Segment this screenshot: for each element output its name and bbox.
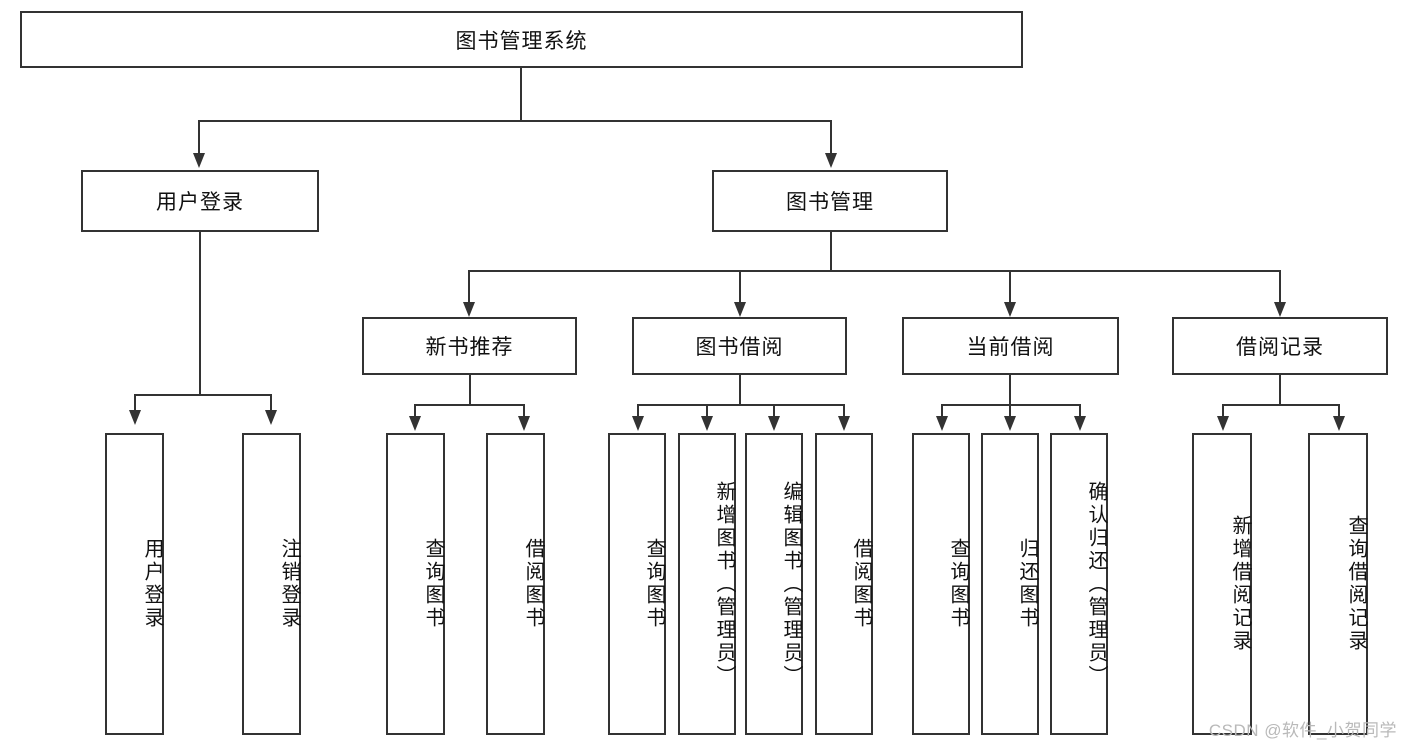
connector-book-manage-stem: [830, 232, 832, 270]
leaf-label: 查询借阅记录: [1345, 515, 1367, 653]
arrow-to-borrow-record: [1274, 302, 1286, 317]
node-label: 新书推荐: [425, 336, 514, 359]
leaf-logout[interactable]: 注销登录: [242, 433, 301, 735]
arrow-to-leaf-logout: [265, 410, 277, 425]
node-borrow-record[interactable]: 借阅记录: [1172, 317, 1388, 375]
leaf-user-login[interactable]: 用户登录: [105, 433, 164, 735]
connector-current-borrow-drop-3: [1079, 404, 1081, 416]
connector-level3-drop-2: [739, 270, 741, 302]
leaf-label: 确认归还（管理员）: [1085, 480, 1107, 688]
node-label: 用户登录: [156, 191, 244, 214]
connector-level1-bus: [198, 120, 832, 122]
node-book-borrow[interactable]: 图书借阅: [632, 317, 847, 375]
node-label: 借阅记录: [1236, 336, 1324, 359]
leaf-label: 借阅图书: [850, 538, 872, 630]
node-label: 图书管理: [786, 191, 874, 214]
connector-new-book-drop-1: [414, 404, 416, 416]
arrow-to-leaf-nb-2: [518, 416, 530, 431]
arrow-to-leaf-cb-3: [1074, 416, 1086, 431]
connector-user-login-bus: [134, 394, 271, 396]
leaf-label: 归还图书: [1016, 538, 1038, 630]
arrow-to-user-login: [193, 153, 205, 168]
connector-borrow-record-bus: [1222, 404, 1339, 406]
connector-level3-drop-3: [1009, 270, 1011, 302]
connector-book-borrow-stem: [739, 375, 741, 404]
leaf-label: 查询图书: [643, 538, 665, 630]
watermark-text: CSDN @软件_小贺同学: [1208, 721, 1397, 740]
leaf-nb-borrow-book[interactable]: 借阅图书: [486, 433, 545, 735]
leaf-cb-query-book[interactable]: 查询图书: [912, 433, 970, 735]
arrow-to-leaf-user-login: [129, 410, 141, 425]
connector-level1-drop-1: [198, 120, 200, 153]
node-label: 当前借阅: [966, 336, 1055, 359]
arrow-to-leaf-bb-4: [838, 416, 850, 431]
connector-level3-drop-4: [1279, 270, 1281, 302]
leaf-label: 用户登录: [141, 538, 163, 630]
leaf-label: 查询图书: [947, 538, 969, 630]
leaf-bb-edit-book[interactable]: 编辑图书（管理员）: [745, 433, 803, 735]
arrow-to-book-borrow: [734, 302, 746, 317]
connector-level3-drop-1: [468, 270, 470, 302]
connector-borrow-record-drop-1: [1222, 404, 1224, 416]
leaf-bb-query-book[interactable]: 查询图书: [608, 433, 666, 735]
leaf-cb-confirm-return[interactable]: 确认归还（管理员）: [1050, 433, 1108, 735]
connector-user-login-drop-1: [134, 394, 136, 410]
connector-new-book-stem: [469, 375, 471, 404]
node-current-borrow[interactable]: 当前借阅: [902, 317, 1119, 375]
connector-current-borrow-drop-1: [941, 404, 943, 416]
connector-book-borrow-drop-1: [637, 404, 639, 416]
arrow-to-new-book: [463, 302, 475, 317]
connector-level3-bus: [468, 270, 1280, 272]
leaf-label: 编辑图书（管理员）: [780, 480, 802, 688]
arrow-to-leaf-nb-1: [409, 416, 421, 431]
arrow-to-leaf-br-1: [1217, 416, 1229, 431]
arrow-to-current-borrow: [1004, 302, 1016, 317]
leaf-nb-query-book[interactable]: 查询图书: [386, 433, 445, 735]
connector-book-borrow-drop-3: [773, 404, 775, 416]
connector-user-login-stem: [199, 232, 201, 394]
connector-new-book-bus: [414, 404, 524, 406]
node-book-manage[interactable]: 图书管理: [712, 170, 948, 232]
node-user-login[interactable]: 用户登录: [81, 170, 319, 232]
arrow-to-leaf-bb-1: [632, 416, 644, 431]
connector-borrow-record-drop-2: [1338, 404, 1340, 416]
arrow-to-leaf-br-2: [1333, 416, 1345, 431]
leaf-label: 新增借阅记录: [1229, 515, 1251, 653]
leaf-label: 借阅图书: [522, 538, 544, 630]
leaf-cb-return-book[interactable]: 归还图书: [981, 433, 1039, 735]
connector-user-login-drop-2: [270, 394, 272, 410]
arrow-to-leaf-cb-2: [1004, 416, 1016, 431]
connector-book-borrow-drop-2: [706, 404, 708, 416]
node-new-book-recommend[interactable]: 新书推荐: [362, 317, 577, 375]
leaf-bb-add-book[interactable]: 新增图书（管理员）: [678, 433, 736, 735]
connector-current-borrow-bus: [941, 404, 1081, 406]
leaf-label: 新增图书（管理员）: [713, 480, 735, 688]
connector-book-borrow-drop-4: [843, 404, 845, 416]
connector-root-stem: [520, 68, 522, 120]
node-label: 图书管理系统: [455, 29, 588, 53]
arrow-to-leaf-bb-2: [701, 416, 713, 431]
leaf-label: 查询图书: [422, 538, 444, 630]
leaf-label: 注销登录: [278, 538, 300, 630]
connector-current-borrow-drop-2: [1009, 404, 1011, 416]
arrow-to-leaf-cb-1: [936, 416, 948, 431]
connector-borrow-record-stem: [1279, 375, 1281, 404]
connector-book-borrow-bus: [637, 404, 844, 406]
connector-new-book-drop-2: [523, 404, 525, 416]
leaf-br-add-record[interactable]: 新增借阅记录: [1192, 433, 1252, 735]
arrow-to-leaf-bb-3: [768, 416, 780, 431]
leaf-br-query-record[interactable]: 查询借阅记录: [1308, 433, 1368, 735]
arrow-to-book-manage: [825, 153, 837, 168]
connector-current-borrow-stem: [1009, 375, 1011, 404]
node-root[interactable]: 图书管理系统: [20, 11, 1023, 68]
connector-level1-drop-2: [830, 120, 832, 153]
node-label: 图书借阅: [695, 336, 784, 359]
leaf-bb-borrow-book[interactable]: 借阅图书: [815, 433, 873, 735]
